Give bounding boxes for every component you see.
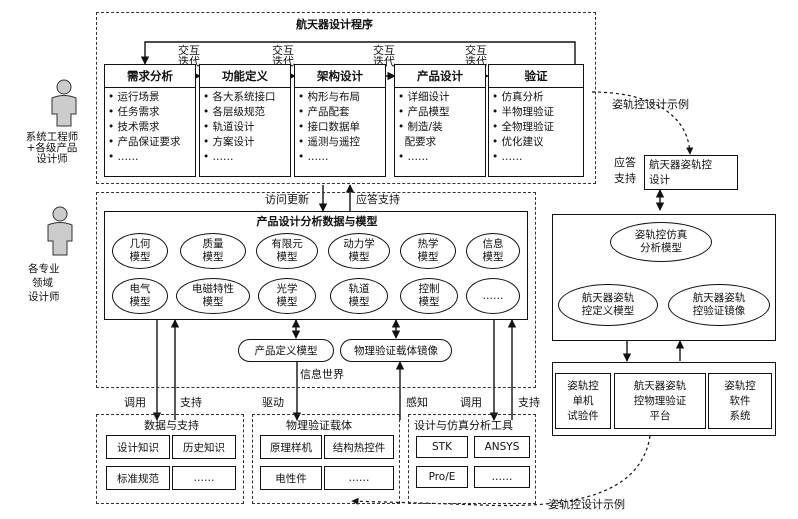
stage-requirements-title: 需求分析 <box>127 69 173 83</box>
electrical-unit-cell: 电性件 <box>260 466 322 490</box>
stage-product-title: 产品设计 <box>417 69 463 83</box>
physical-carrier-more-cell: …… <box>324 466 394 490</box>
feedback-loop-arrow <box>140 41 576 68</box>
more-models: …… <box>466 278 520 314</box>
data-support-frame <box>96 414 244 504</box>
structural-thermal-cell: 结构热控件 <box>324 435 394 459</box>
system-engineer-label: 系统工程师+各级产品设计师 <box>25 131 79 165</box>
product-definition-model: 产品定义模型 <box>238 339 334 362</box>
stage-function: 功能定义 • 各大系统接口• 各层级规范• 轨道设计• 方案设计• …… <box>199 64 291 177</box>
tools-frame <box>408 414 536 504</box>
electromagnetic-model: 电磁特性模型 <box>176 278 250 314</box>
dynamics-model: 动力学模型 <box>328 233 390 269</box>
system-engineer-icon <box>51 79 77 127</box>
proe-cell: Pro/E <box>416 466 468 488</box>
history-knowledge-cell: 历史知识 <box>172 435 236 459</box>
attitude-example-label-bottom: 姿轨控设计示例 <box>548 498 625 511</box>
support-label-left: 支持 <box>180 396 202 409</box>
design-program-frame <box>96 12 596 184</box>
stk-cell: STK <box>416 436 468 458</box>
standards-cell: 标准规范 <box>106 466 170 490</box>
attitude-unit-test-box: 姿轨控单机试验件 <box>555 373 611 429</box>
physical-carrier-title: 物理验证载体 <box>286 419 352 432</box>
stage-architecture-items: • 构形与布局• 产品配套• 接口数据单• 遥测与遥控• …… <box>298 91 361 163</box>
iter-label-3: 交互迭代 <box>373 44 395 68</box>
stage-verification: 验证 • 仿真分析• 半物理验证• 全物理验证• 优化建议• …… <box>488 64 584 177</box>
stage-product-items: • 详细设计• 产品模型• 制造/装 配要求• …… <box>398 91 450 163</box>
design-knowledge-cell: 设计知识 <box>106 435 170 459</box>
electrical-model: 电气模型 <box>112 278 168 314</box>
stage-requirements: 需求分析 • 运行场景• 任务需求• 技术需求• 产品保证要求• …… <box>104 64 196 177</box>
stage-function-items: • 各大系统接口• 各层级规范• 轨道设计• 方案设计• …… <box>203 91 276 163</box>
stage-architecture-title: 架构设计 <box>317 69 363 83</box>
call-label-left: 调用 <box>124 396 146 409</box>
specialist-icon <box>47 206 73 256</box>
stage-requirements-items: • 运行场景• 任务需求• 技术需求• 产品保证要求• …… <box>108 91 181 163</box>
orbit-model: 轨道模型 <box>330 278 388 314</box>
geometry-model: 几何模型 <box>112 233 168 269</box>
attitude-response-support-label: 应答支持 <box>614 156 636 185</box>
support-label-right: 支持 <box>518 396 540 409</box>
stage-verification-title: 验证 <box>524 69 548 83</box>
attitude-definition-model: 航天器姿轨控定义模型 <box>558 284 658 326</box>
specialist-label: 各专业领域设计师 <box>28 263 60 303</box>
control-model: 控制模型 <box>400 278 458 314</box>
attitude-design-box: 航天器姿轨控设计 <box>644 155 738 190</box>
stage-verification-items: • 仿真分析• 半物理验证• 全物理验证• 优化建议• …… <box>492 91 555 163</box>
ansys-cell: ANSYS <box>474 436 530 458</box>
design-data-models-title: 产品设计分析数据与模型 <box>256 215 378 228</box>
physical-verification-mirror: 物理验证载体镜像 <box>340 339 452 362</box>
info-world-frame <box>96 192 536 388</box>
information-model: 信息模型 <box>466 233 520 269</box>
response-support-label: 应答支持 <box>356 193 400 206</box>
attitude-platform-box: 航天器姿轨控物理验证平台 <box>614 373 706 429</box>
fem-model: 有限元模型 <box>256 233 318 269</box>
tools-more-cell: …… <box>474 466 530 488</box>
design-data-models-box: 产品设计分析数据与模型 <box>104 211 528 320</box>
design-program-title: 航天器设计程序 <box>296 18 373 31</box>
iter-label-4: 交互迭代 <box>465 44 487 68</box>
stage-function-title: 功能定义 <box>222 69 268 83</box>
drive-label: 驱动 <box>262 396 284 409</box>
mass-model: 质量模型 <box>180 233 246 269</box>
attitude-sim-model: 姿轨控仿真分析模型 <box>610 222 712 262</box>
perceive-label: 感知 <box>406 396 428 409</box>
stage-product: 产品设计 • 详细设计• 产品模型• 制造/装 配要求• …… <box>394 64 486 177</box>
tools-title: 设计与仿真分析工具 <box>414 419 513 432</box>
attitude-example-label-top: 姿轨控设计示例 <box>612 98 689 111</box>
optical-model: 光学模型 <box>258 278 316 314</box>
prototype-cell: 原理样机 <box>260 435 322 459</box>
stage-architecture: 架构设计 • 构形与布局• 产品配套• 接口数据单• 遥测与遥控• …… <box>294 64 386 177</box>
thermal-model: 热学模型 <box>400 233 456 269</box>
example-curve-top <box>591 91 694 155</box>
physical-carrier-frame <box>252 414 400 504</box>
iter-label-2: 交互迭代 <box>272 44 294 68</box>
attitude-verification-mirror: 航天器姿轨控验证镜像 <box>668 284 770 326</box>
info-world-label: 信息世界 <box>300 368 344 381</box>
iter-label-1: 交互迭代 <box>178 44 200 68</box>
data-support-more-cell: …… <box>172 466 236 490</box>
data-support-title: 数据与支持 <box>144 419 199 432</box>
access-update-label: 访问更新 <box>265 193 309 206</box>
call-label-right: 调用 <box>460 396 482 409</box>
attitude-software-box: 姿轨控软件系统 <box>708 373 772 429</box>
